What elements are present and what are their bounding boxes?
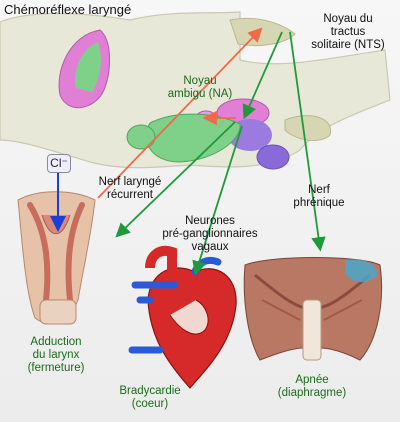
label-phrenic-nerve: Nerf phrénique (293, 184, 345, 209)
chloride-ion-label: Cl⁻ (47, 154, 71, 173)
na-nucleus-cluster (126, 98, 332, 170)
diagram-title: Chémoréflexe laryngé (4, 2, 132, 17)
label-na: Noyau ambigu (NA) (167, 75, 233, 100)
label-vagal-neurons: Neurones pré-ganglionnaires vagaux (162, 215, 258, 253)
label-apnea: Apnée (diaphragme) (277, 374, 347, 399)
vagal-arrow (192, 125, 243, 276)
label-nts: Noyau du tractus solitaire (NTS) (311, 13, 385, 51)
label-bradycardia: Bradycardie (coeur) (119, 385, 181, 410)
nts-to-na-green-arrow (242, 31, 283, 120)
orange-arrows (97, 27, 263, 199)
left-nucleus (58, 29, 111, 109)
larynx-illustration (17, 191, 96, 325)
heart-illustration (128, 245, 237, 389)
label-laryngeal-adduction: Adduction du larynx (fermeture) (27, 336, 85, 374)
recurrent-laryngeal-arrow (115, 121, 236, 238)
green-arrows (115, 31, 326, 276)
phrenic-arrow (289, 31, 326, 252)
afferent-arrow (97, 27, 263, 199)
diaphragm-illustration (243, 257, 383, 361)
label-recurrent-nerve: Nerf laryngé récurrent (98, 176, 162, 201)
